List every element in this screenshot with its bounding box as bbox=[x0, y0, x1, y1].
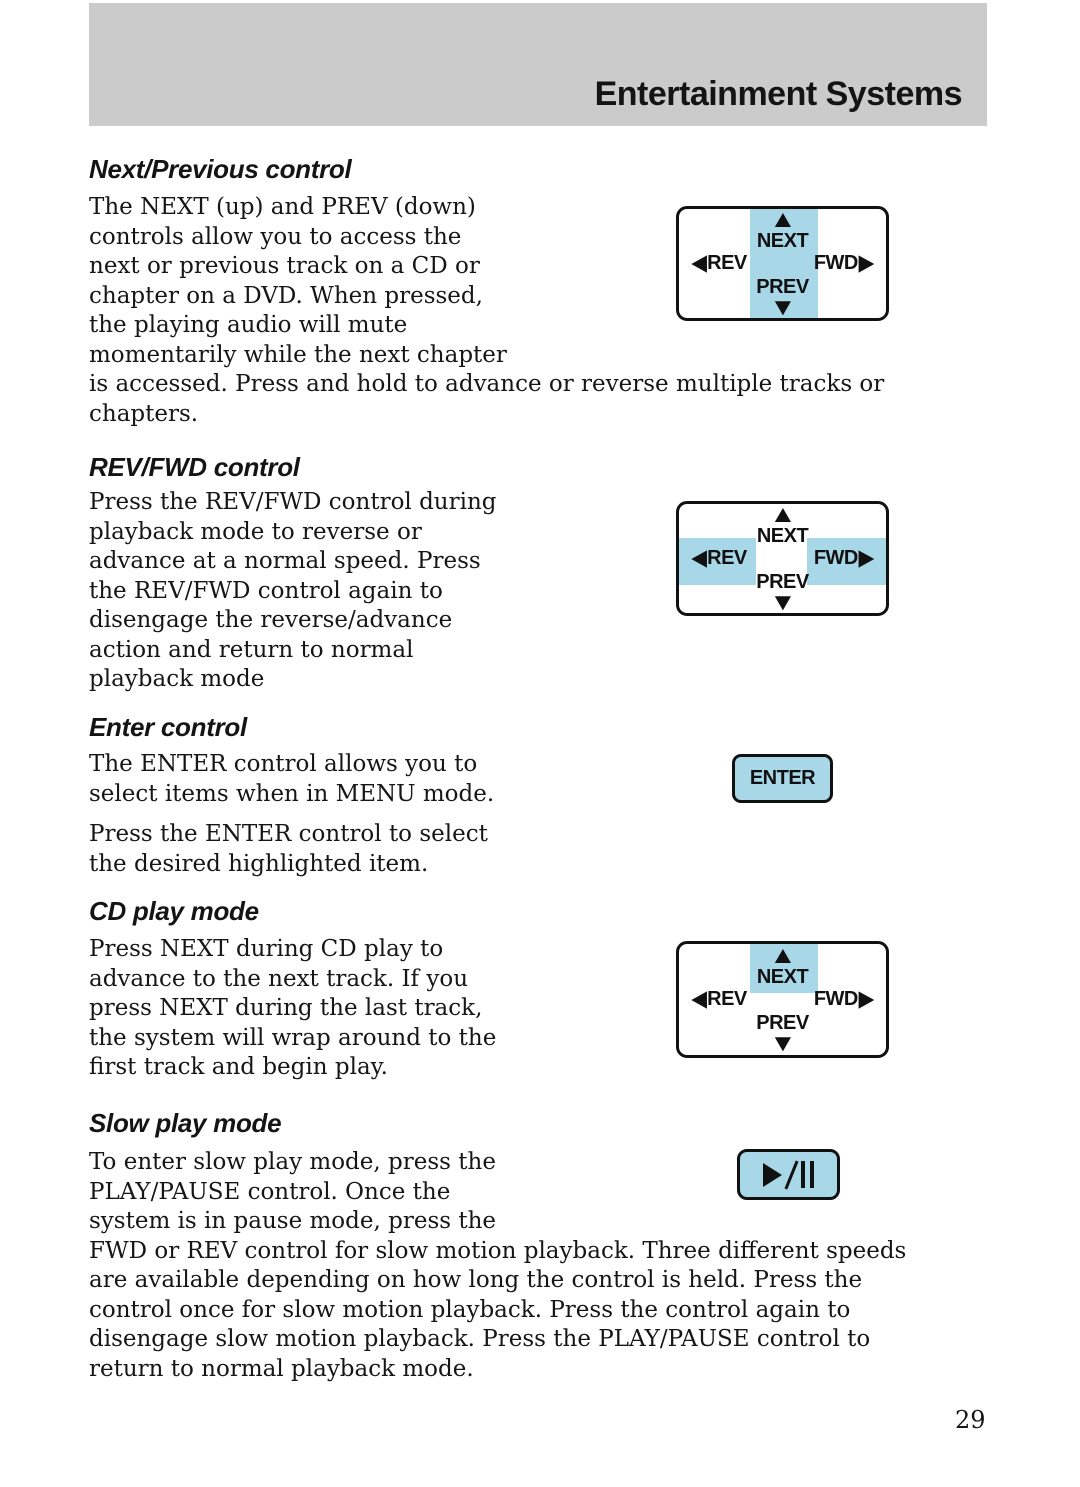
left-arrow-icon: ◀ bbox=[692, 987, 707, 1011]
paragraph-next-previous: The NEXT (up) and PREV (down) controls a… bbox=[89, 194, 885, 427]
up-arrow-icon: ▲ bbox=[768, 941, 797, 969]
play-icon bbox=[763, 1162, 782, 1187]
prev-label: PREV bbox=[756, 275, 809, 298]
rev-label: REV bbox=[707, 547, 747, 569]
fwd-label: FWD bbox=[813, 547, 859, 569]
play-pause-button-figure bbox=[737, 1149, 840, 1200]
down-arrow-icon: ▼ bbox=[768, 1029, 797, 1057]
next-label: NEXT bbox=[756, 965, 809, 988]
heading-slow-play-mode: Slow play mode bbox=[89, 1108, 282, 1138]
heading-enter-control: Enter control bbox=[89, 712, 247, 742]
fwd-label: FWD bbox=[813, 988, 859, 1010]
next-label: NEXT bbox=[756, 229, 809, 252]
paragraph-enter-1: The ENTER control allows you to select i… bbox=[89, 751, 495, 807]
right-arrow-icon: ▶ bbox=[858, 251, 874, 275]
heading-cd-play-mode: CD play mode bbox=[89, 896, 259, 926]
up-arrow-icon: ▲ bbox=[768, 206, 797, 233]
cd-play-control-figure: ▲ NEXT ◀REV FWD▶ PREV ▼ bbox=[676, 941, 889, 1058]
prev-label: PREV bbox=[756, 1011, 809, 1034]
fwd-label: FWD bbox=[813, 252, 859, 274]
right-arrow-icon: ▶ bbox=[858, 546, 874, 570]
paragraph-rev-fwd: Press the REV/FWD control during playbac… bbox=[89, 489, 497, 692]
up-arrow-icon: ▲ bbox=[768, 501, 797, 528]
heading-next-previous-control: Next/Previous control bbox=[89, 154, 352, 184]
rev-label: REV bbox=[707, 252, 747, 274]
next-prev-control-figure: ▲ NEXT ◀REV FWD▶ PREV ▼ bbox=[676, 206, 889, 321]
heading-rev-fwd-control: REV/FWD control bbox=[89, 452, 300, 482]
header-bar: Entertainment Systems bbox=[89, 3, 987, 126]
left-arrow-icon: ◀ bbox=[692, 251, 707, 275]
left-arrow-icon: ◀ bbox=[692, 546, 707, 570]
rev-label: REV bbox=[707, 988, 747, 1010]
down-arrow-icon: ▼ bbox=[768, 293, 797, 321]
page-number: 29 bbox=[955, 1406, 986, 1434]
prev-label: PREV bbox=[756, 570, 809, 593]
next-label: NEXT bbox=[756, 524, 809, 547]
enter-button-figure: ENTER bbox=[732, 754, 833, 803]
paragraph-cd-play: Press NEXT during CD play to advance to … bbox=[89, 936, 497, 1080]
down-arrow-icon: ▼ bbox=[768, 588, 797, 616]
rev-fwd-control-figure: ▲ NEXT ◀REV FWD▶ PREV ▼ bbox=[676, 501, 889, 616]
pause-icon bbox=[801, 1161, 814, 1188]
fwd-highlight-band bbox=[807, 538, 886, 585]
next-prev-highlight-band bbox=[750, 209, 818, 318]
paragraph-enter-2: Press the ENTER control to select the de… bbox=[89, 821, 488, 877]
next-highlight-band bbox=[750, 944, 818, 993]
rev-highlight-band bbox=[679, 538, 756, 585]
page-title: Entertainment Systems bbox=[594, 75, 963, 113]
paragraph-slow-play: To enter slow play mode, press the PLAY/… bbox=[89, 1149, 907, 1382]
enter-label: ENTER bbox=[749, 767, 816, 789]
right-arrow-icon: ▶ bbox=[858, 987, 874, 1011]
slash-divider bbox=[784, 1160, 799, 1189]
